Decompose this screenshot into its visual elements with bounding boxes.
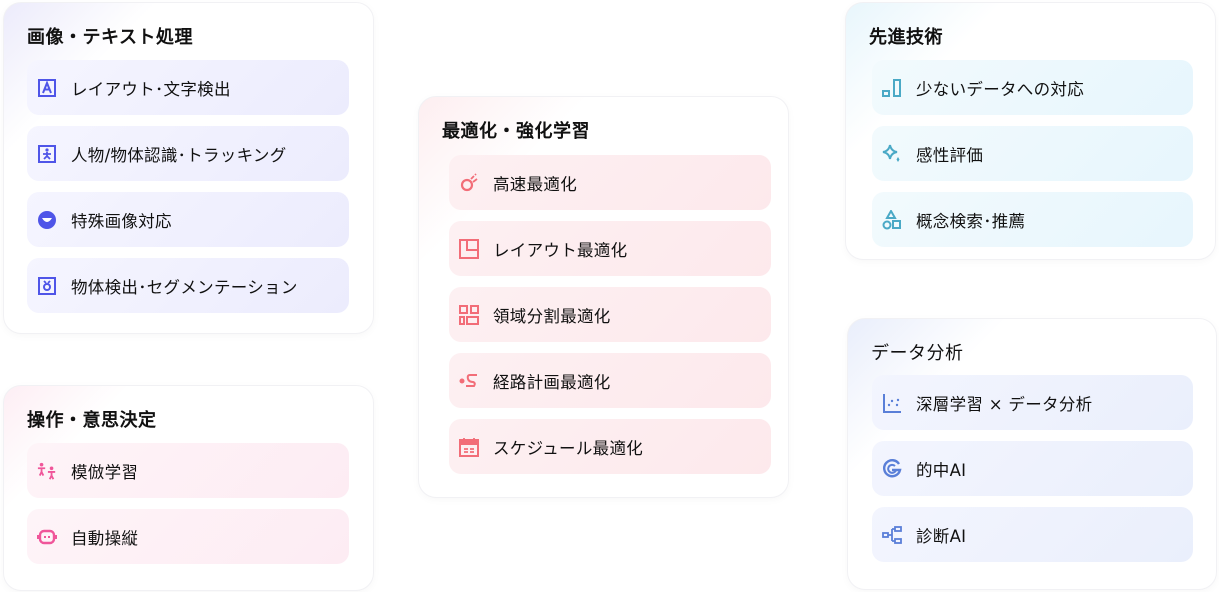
object-detect-icon	[37, 276, 57, 296]
person-running-icon	[37, 144, 57, 164]
feature-item[interactable]: レイアウト最適化	[449, 221, 771, 276]
feature-item[interactable]: レイアウト･文字検出	[27, 60, 349, 115]
comet-icon	[459, 172, 479, 193]
feature-item[interactable]: 経路計画最適化	[449, 353, 771, 408]
feature-item-label: 的中AI	[916, 460, 967, 480]
feature-item[interactable]: 高速最適化	[449, 155, 771, 210]
card-title: データ分析	[871, 343, 964, 364]
feature-item[interactable]: 少ないデータへの対応	[872, 60, 1193, 115]
target-g-icon	[882, 458, 902, 479]
feature-item[interactable]: 物体検出･セグメンテーション	[27, 258, 349, 313]
card-title: 操作・意思決定	[27, 410, 157, 431]
advanced-tech-card: 先進技術少ないデータへの対応感性評価概念検索･推薦	[845, 2, 1216, 260]
feature-item-label: 少ないデータへの対応	[916, 79, 1084, 99]
feature-item[interactable]: 診断AI	[872, 507, 1193, 562]
feature-item[interactable]: スケジュール最適化	[449, 419, 771, 474]
feature-item-label: 自動操縦	[71, 528, 139, 548]
grid-icon	[459, 304, 479, 325]
scatter-plot-icon	[882, 393, 902, 413]
feature-item-label: レイアウト最適化	[493, 240, 628, 260]
data-analysis-card: データ分析深層学習 × データ分析的中AI 診断AI	[847, 318, 1217, 590]
feature-item[interactable]: 概念検索･推薦	[872, 192, 1193, 247]
feature-item[interactable]: 自動操縦	[27, 509, 349, 564]
feature-item-label: 高速最適化	[493, 174, 577, 194]
shapes-icon	[882, 209, 902, 230]
optimization-rl-card: 最適化・強化学習高速最適化レイアウト最適化領域分割最適化経路計画最適化スケジュー…	[418, 96, 789, 498]
feature-item-label: レイアウト･文字検出	[71, 79, 231, 99]
flow-diagram-icon	[882, 525, 902, 545]
text-box-a-icon	[37, 78, 57, 98]
image-text-processing-card: 画像・テキスト処理レイアウト･文字検出人物/物体認識･トラッキング特殊画像対応物…	[3, 2, 374, 334]
layout-icon	[459, 238, 479, 259]
route-icon	[459, 371, 479, 391]
feature-item-label: スケジュール最適化	[493, 438, 644, 458]
feature-item-label: 概念検索･推薦	[916, 211, 1026, 231]
feature-item[interactable]: 深層学習 × データ分析	[872, 375, 1193, 430]
robot-icon	[37, 527, 57, 547]
feature-item-label: 領域分割最適化	[493, 306, 611, 326]
card-title: 先進技術	[869, 27, 943, 48]
feature-item-label: 経路計画最適化	[493, 372, 611, 392]
feature-item[interactable]: 感性評価	[872, 126, 1193, 181]
feature-item[interactable]: 模倣学習	[27, 443, 349, 498]
feature-item[interactable]: 的中AI	[872, 441, 1193, 496]
feature-item-label: 感性評価	[916, 145, 984, 165]
feature-item-label: 物体検出･セグメンテーション	[71, 277, 298, 297]
feature-item-label: 模倣学習	[71, 462, 139, 482]
two-people-icon	[37, 461, 57, 481]
feature-item-label: 診断AI	[916, 526, 967, 546]
card-title: 画像・テキスト処理	[27, 27, 193, 48]
feature-item[interactable]: 特殊画像対応	[27, 192, 349, 247]
feature-item-label: 特殊画像対応	[71, 211, 172, 231]
feature-item-label: 深層学習 × データ分析	[916, 394, 1093, 414]
small-data-bars-icon	[882, 78, 902, 98]
operation-decision-card: 操作・意思決定模倣学習自動操縦	[3, 385, 374, 591]
calendar-icon	[459, 437, 479, 457]
smile-face-icon	[37, 210, 57, 230]
card-title: 最適化・強化学習	[442, 121, 590, 142]
feature-item-label: 人物/物体認識･トラッキング	[71, 145, 287, 165]
feature-item[interactable]: 領域分割最適化	[449, 287, 771, 342]
sparkle-icon	[882, 144, 902, 164]
feature-item[interactable]: 人物/物体認識･トラッキング	[27, 126, 349, 181]
